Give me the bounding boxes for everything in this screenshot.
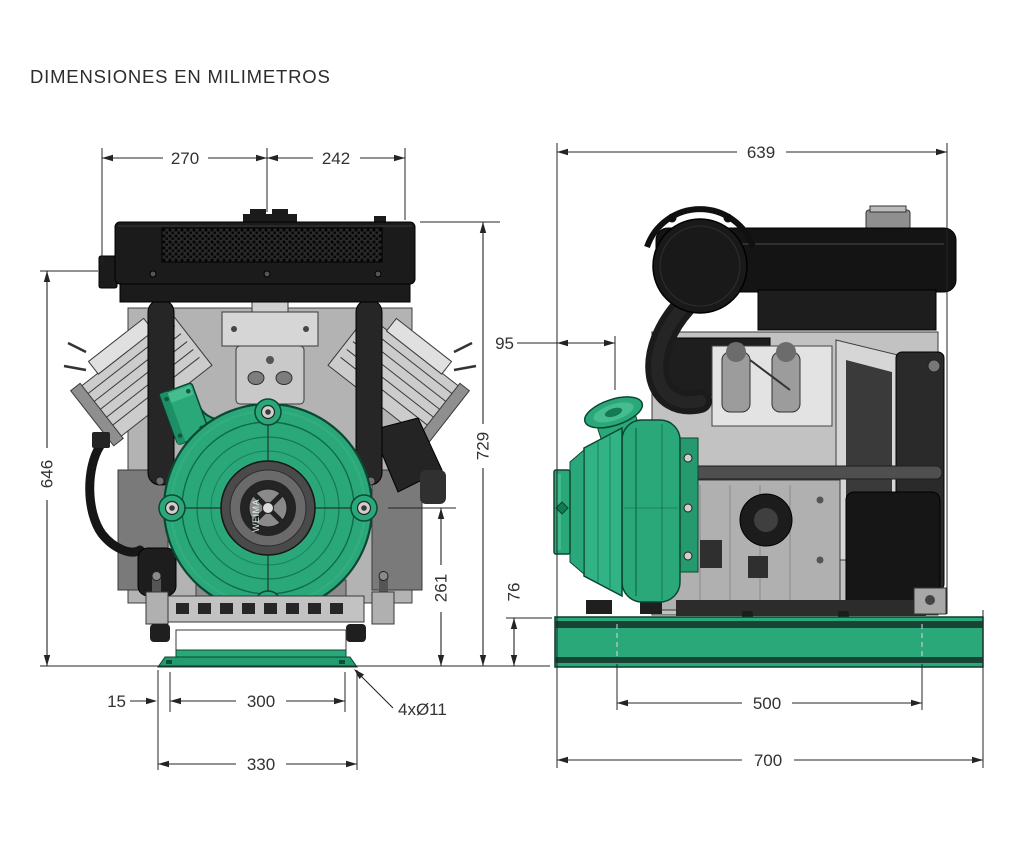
fuel-filler-cap [865, 209, 911, 231]
front-base-channel [175, 629, 347, 653]
front-rail-slots [176, 603, 343, 614]
dim-270: 270 [101, 148, 268, 262]
side-pump-volute [621, 419, 681, 603]
front-foot-left [150, 624, 170, 642]
dim-label-270: 270 [171, 149, 199, 168]
dim-261: 261 [388, 507, 456, 666]
dim-label-700: 700 [754, 751, 782, 770]
dim-label-300: 300 [247, 692, 275, 711]
dim-label-95: 95 [495, 334, 514, 353]
front-cross-rail [157, 595, 365, 623]
dim-label-330: 330 [247, 755, 275, 774]
dim-15: 15 [107, 692, 157, 711]
front-base [145, 571, 395, 668]
front-muffler-mesh [161, 227, 383, 263]
dim-label-15: 15 [107, 692, 126, 711]
side-pump [553, 396, 699, 603]
dim-label-bolt-holes: 4xØ11 [398, 700, 447, 719]
dim-76: 76 [505, 583, 552, 666]
dim-729: 729 [420, 221, 500, 666]
dim-242: 242 [267, 148, 406, 220]
drawing-title: DIMENSIONES EN MILIMETROS [30, 66, 331, 87]
callout-bolt-holes: 4xØ11 [354, 669, 447, 719]
front-fuel-hose [85, 441, 145, 557]
dim-label-261: 261 [432, 574, 451, 602]
dimension-annotations: 270 242 646 729 [38, 143, 984, 774]
dim-95: 95 [495, 334, 616, 390]
dim-label-242: 242 [322, 149, 350, 168]
side-view [553, 205, 984, 668]
dim-500: 500 [616, 624, 923, 713]
dim-330: 330 [157, 670, 358, 774]
dim-label-639: 639 [747, 143, 775, 162]
side-discharge-port [583, 396, 644, 444]
front-pump-hub [220, 460, 316, 556]
side-air-intake [644, 206, 756, 415]
dim-700: 700 [557, 610, 984, 770]
side-base-rail [554, 611, 984, 668]
dim-label-729: 729 [474, 432, 493, 460]
dim-300: 300 [169, 672, 346, 712]
air-filter-band [644, 206, 756, 248]
dim-label-646: 646 [38, 460, 57, 488]
intake-snorkel [645, 294, 712, 415]
front-view: WEIMA [63, 209, 477, 668]
dim-639: 639 [556, 143, 948, 768]
dim-label-500: 500 [753, 694, 781, 713]
dim-646: 646 [38, 270, 98, 666]
side-engine-block [586, 331, 947, 616]
front-base-flange [157, 656, 358, 668]
air-filter [652, 218, 748, 314]
pump-brand-text: WEIMA [251, 499, 261, 532]
front-foot-right [346, 624, 366, 642]
front-muffler [98, 209, 416, 486]
dim-label-76: 76 [505, 583, 524, 602]
front-pump: WEIMA [158, 382, 378, 618]
